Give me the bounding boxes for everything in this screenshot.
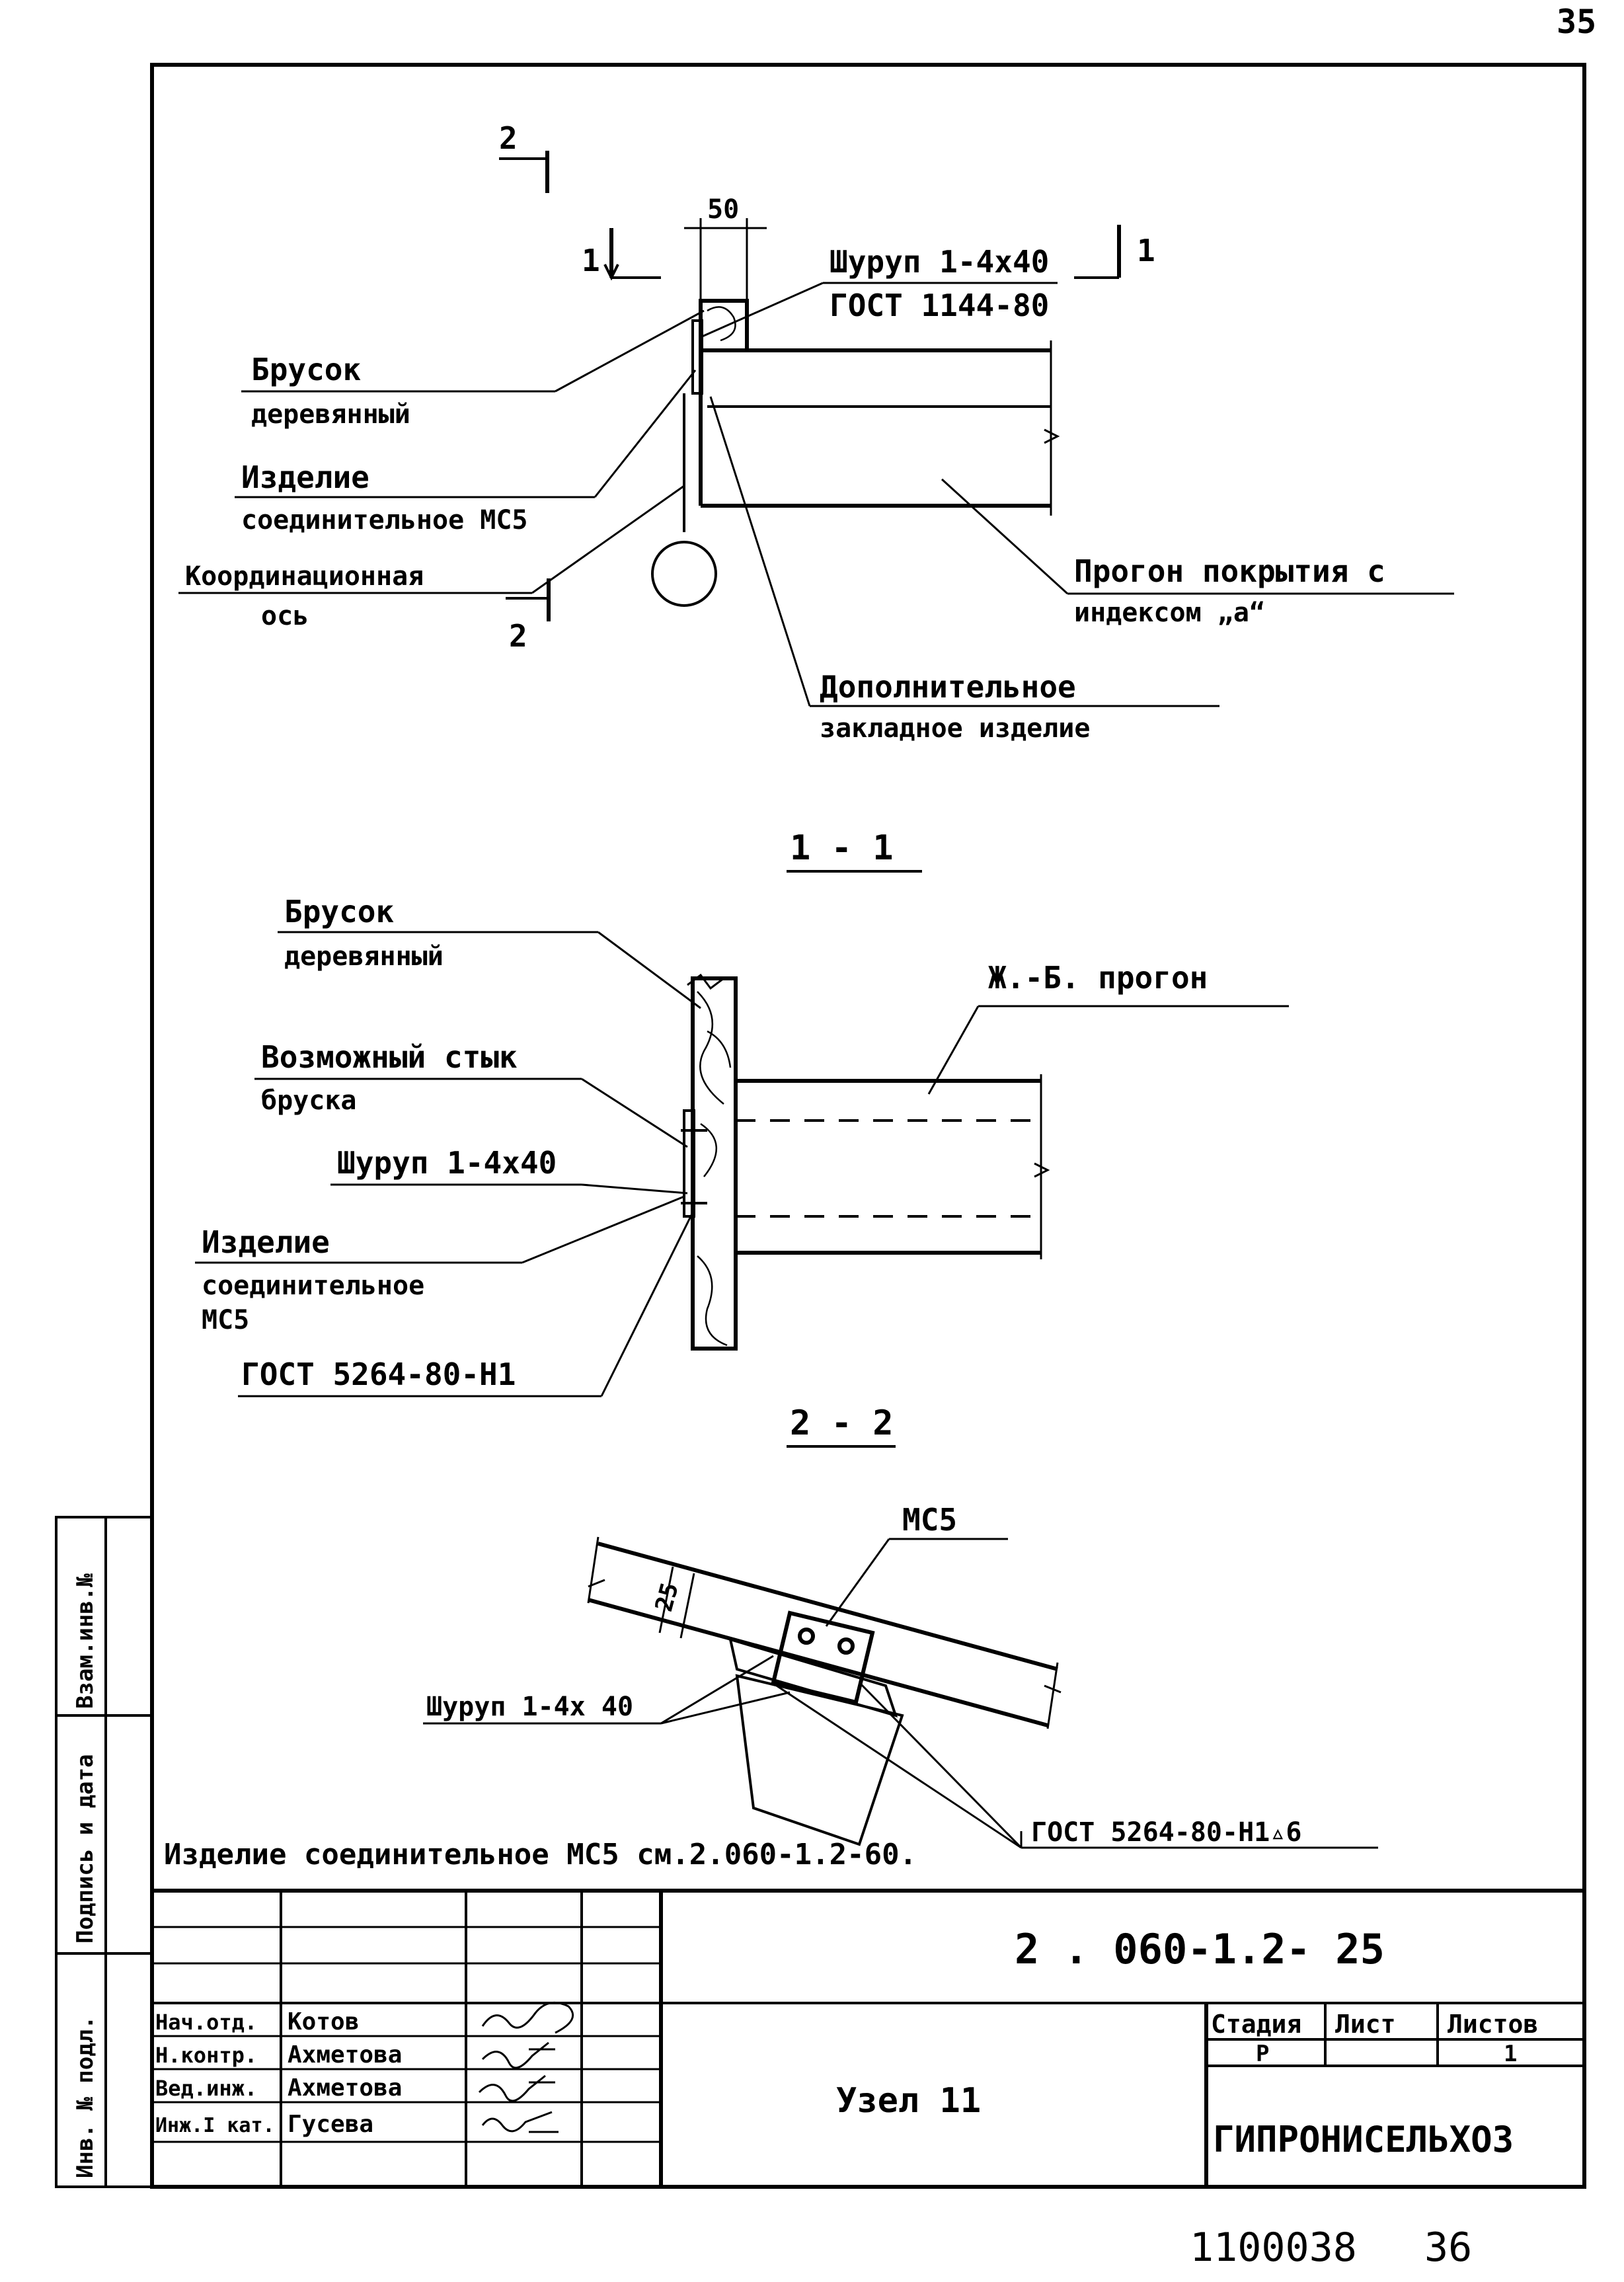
plan-product-label-2: соединительное МС5 <box>241 505 527 535</box>
drawing-note: Изделие соединительное МС5 см.2.060-1.2-… <box>164 1838 917 1871</box>
s22-screw-label: Шуруп 1-4х 40 <box>426 1692 633 1722</box>
archive-sheet-number: 36 <box>1424 2224 1472 2271</box>
role-3: Вед.инж. <box>155 2076 257 2101</box>
section-2-2-title: 2 - 2 <box>790 1403 894 1443</box>
name-1: Котов <box>288 2008 359 2035</box>
plan-screw-gost: ГОСТ 1144-80 <box>830 288 1049 323</box>
stage-header: Стадия <box>1211 2010 1301 2039</box>
signature-1 <box>481 2001 574 2034</box>
plan-screw-label: Шуруп 1-4х40 <box>830 244 1049 280</box>
s22-mc5-label: МС5 <box>902 1502 957 1538</box>
section-mark-2-bottom: 2 <box>509 618 527 654</box>
archive-number: 1100038 <box>1190 2224 1357 2271</box>
s11-joint-label-2: бруска <box>261 1085 357 1116</box>
dim-50: 50 <box>707 194 739 225</box>
s11-gost-label: ГОСТ 5264-80-Н1 <box>241 1357 516 1392</box>
role-1: Нач.отд. <box>155 2010 257 2035</box>
name-2: Ахметова <box>288 2041 402 2068</box>
title-block: Нач.отд. Котов Н.контр. Ахметова Вед.инж… <box>152 1889 1584 2187</box>
section-2-2: 2 - 2 25 МС5 Шуруп 1-4х 40 ГОСТ 5264-80-… <box>423 1403 1378 1849</box>
signature-3 <box>478 2074 555 2102</box>
side-vzam-label: Взам.инв.№ <box>72 1573 98 1709</box>
name-3: Ахметова <box>288 2074 402 2102</box>
stage-value: Р <box>1256 2041 1269 2067</box>
plan-purlin-label-1: Прогон покрытия с <box>1074 553 1385 589</box>
page-number-top: 35 <box>1557 3 1596 41</box>
s11-product-label-3: МС5 <box>202 1305 249 1335</box>
side-stamp: Инв. № подл. Подпись и дата Взам.инв.№ <box>55 1516 153 2188</box>
section-mark-1-right: 1 <box>1137 233 1155 268</box>
side-sign-label: Подпись и дата <box>72 1754 98 1944</box>
dim-25: 25 <box>650 1580 684 1614</box>
sheet-header: Лист <box>1335 2010 1396 2039</box>
s11-screw-label: Шуруп 1-4х40 <box>337 1145 557 1181</box>
plan-axis-label-2: ось <box>261 601 309 631</box>
s11-product-label-1: Изделие <box>202 1224 330 1260</box>
s11-bar-label-1: Брусок <box>284 894 394 929</box>
sheets-value: 1 <box>1504 2041 1517 2067</box>
mc5-plate <box>771 1610 875 1705</box>
section-mark-2-top: 2 <box>499 120 518 156</box>
s11-joint-label-1: Возможный стык <box>261 1039 518 1075</box>
plan-product-label-1: Изделие <box>241 459 369 495</box>
plan-bar-label-1: Брусок <box>251 352 361 387</box>
role-4: Инж.I кат. <box>155 2114 275 2137</box>
s11-purlin-label: Ж.-Б. прогон <box>988 960 1208 996</box>
section-1-1-title: 1 - 1 <box>790 828 894 868</box>
s11-bar-label-2: деревянный <box>284 941 444 972</box>
s22-gost-label: ГОСТ 5264-80-Н1▵6 <box>1031 1817 1301 1848</box>
plan-extra-label-2: закладное изделие <box>820 713 1090 744</box>
name-4: Гусева <box>288 2111 373 2138</box>
drawing-frame <box>150 63 1586 2189</box>
plan-view: 2 2 1 1 50 Шуруп 1-4х40 <box>178 120 1454 744</box>
plan-extra-label-1: Дополнительное <box>820 669 1076 705</box>
axis-marker <box>651 541 717 607</box>
plan-bar-label-2: деревянный <box>251 399 410 430</box>
signature-2 <box>481 2041 555 2069</box>
section11-wooden-bar <box>691 976 738 1351</box>
organization: ГИПРОНИСЕЛЬХОЗ <box>1213 2119 1514 2160</box>
sheets-header: Листов <box>1448 2010 1538 2039</box>
signature-4 <box>481 2111 559 2133</box>
plan-purlin-label-2: индексом „а“ <box>1074 598 1265 628</box>
role-2: Н.контр. <box>155 2043 257 2068</box>
side-inv-label: Инв. № подл. <box>72 2016 98 2178</box>
s11-product-label-2: соединительное <box>202 1271 424 1301</box>
plan-axis-label-1: Координационная <box>185 561 424 592</box>
doc-code: 2 . 060-1.2- 25 <box>1015 1925 1385 1973</box>
section-1-1: 1 - 1 Брусок деревянный Ж.-Б. прогон Воз… <box>195 828 1289 1397</box>
drawing-title: Узел 11 <box>836 2081 981 2121</box>
section-mark-1-left: 1 <box>582 243 600 278</box>
